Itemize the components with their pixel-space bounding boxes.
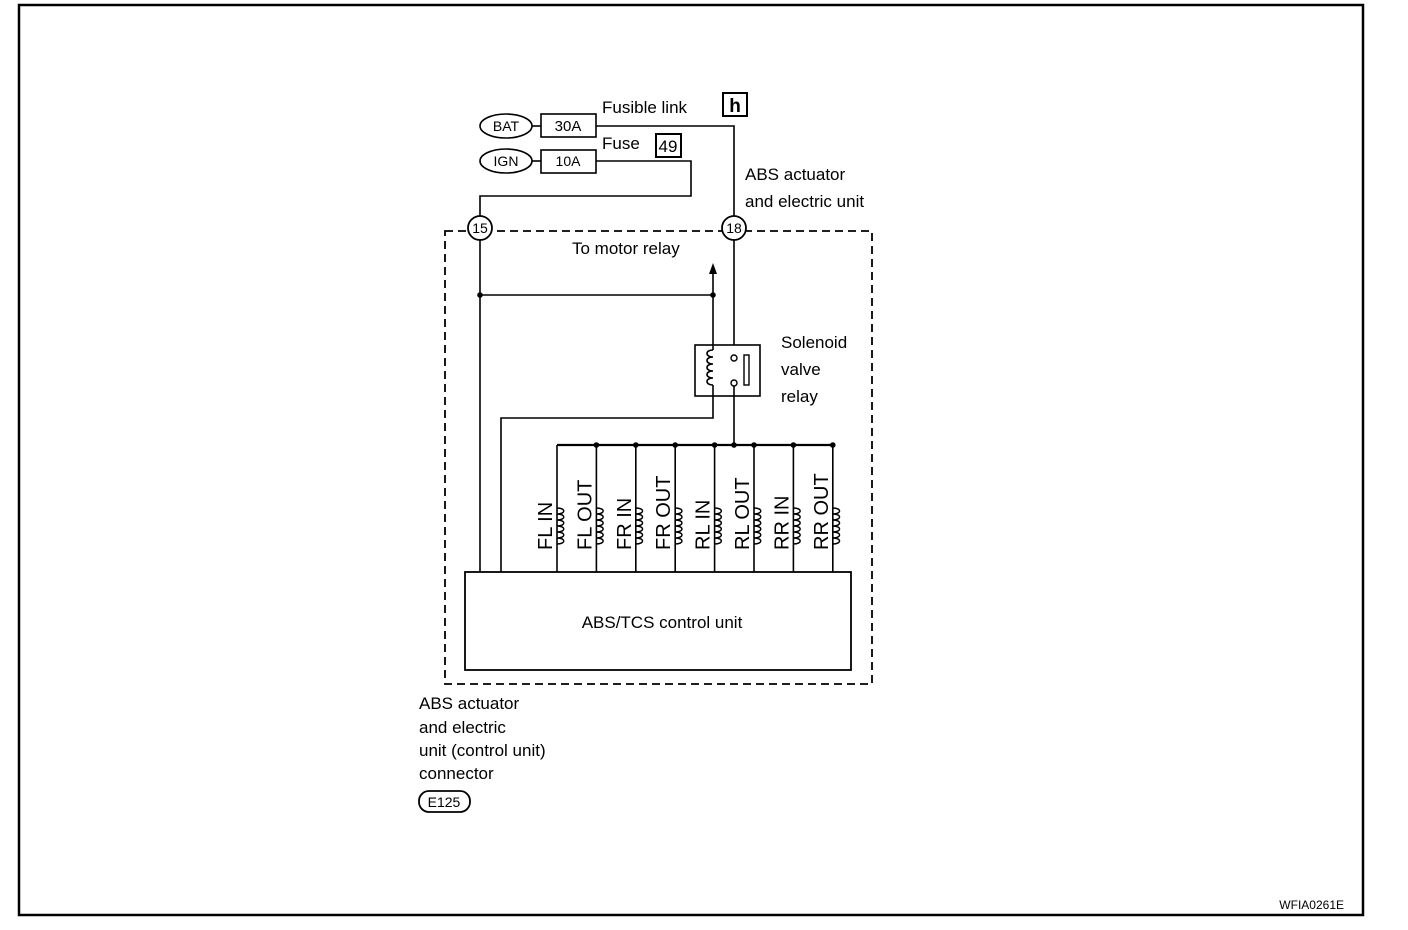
connector-line1: ABS actuator	[419, 694, 520, 713]
bus-junction-dot	[790, 442, 797, 448]
coil-icon	[714, 507, 723, 545]
relay-coil-icon	[706, 349, 714, 386]
motor-relay-arrow	[709, 263, 717, 274]
connector-line3: unit (control unit)	[419, 741, 546, 760]
fusible-link-id: h	[729, 96, 741, 117]
fuse-10a: 10A	[540, 149, 597, 174]
bus-junction-dot	[751, 442, 757, 448]
control-unit-label: ABS/TCS control unit	[582, 613, 743, 632]
relay-label-line3: relay	[781, 387, 818, 406]
terminal-15-label: 15	[472, 220, 488, 236]
fuse-id: 49	[659, 137, 678, 156]
connector-id: E125	[428, 794, 461, 810]
solenoid-rr-out: RR OUT	[811, 442, 841, 572]
ign-label: IGN	[494, 153, 519, 169]
unit-boundary	[444, 230, 873, 685]
relay-label-line1: Solenoid	[781, 333, 847, 352]
unit-title-line1: ABS actuator	[745, 165, 846, 184]
bat-source: BAT	[479, 113, 533, 139]
terminal-18: 18	[721, 215, 747, 241]
motor-relay-label: To motor relay	[572, 239, 680, 258]
solenoid-label: FL IN	[535, 502, 557, 550]
bat-label: BAT	[493, 118, 520, 134]
fuse-id-box: 49	[655, 133, 682, 158]
bus-junction-dot	[672, 442, 678, 448]
solenoid-label: FR IN	[614, 498, 636, 550]
fusible-link-rating: 30A	[555, 118, 582, 135]
figure-frame	[17, 3, 1365, 917]
connector-line2: and electric	[419, 718, 506, 737]
coil-icon	[635, 507, 644, 545]
ign-source: IGN	[479, 148, 533, 174]
solenoid-rl-in: RL IN	[693, 442, 723, 572]
connector-id-badge: E125	[418, 790, 471, 813]
coil-icon	[596, 507, 604, 545]
coil-icon	[675, 507, 683, 545]
coil-icon	[793, 507, 801, 545]
solenoid-fr-out: FR OUT	[653, 442, 683, 572]
relay-armature	[743, 354, 750, 386]
unit-title-line2: and electric unit	[745, 192, 864, 211]
fuse-label: Fuse	[602, 134, 640, 153]
solenoid-label: RL IN	[693, 500, 715, 550]
coil-icon	[832, 507, 841, 545]
solenoid-label: FL OUT	[574, 480, 596, 550]
solenoid-label: RL OUT	[732, 477, 754, 550]
solenoid-fl-in: FL IN	[535, 445, 565, 572]
solenoid-label: RR IN	[771, 496, 793, 550]
relay-label-line2: valve	[781, 360, 821, 379]
solenoid-fr-in: FR IN	[614, 442, 644, 572]
bus-junction-dot	[633, 442, 639, 448]
abs-tcs-control-unit: ABS/TCS control unit	[464, 571, 852, 671]
relay-contact-bottom	[730, 379, 738, 387]
coil-icon	[556, 507, 565, 545]
bus-junction-dot	[593, 442, 600, 448]
figure-code: WFIA0261E	[1279, 898, 1344, 912]
fusible-link-30a: 30A	[540, 113, 597, 138]
fuse-rating: 10A	[556, 153, 582, 169]
terminal-15: 15	[467, 215, 493, 241]
solenoid-rl-out: RL OUT	[732, 442, 762, 572]
relay-contact-top	[730, 354, 738, 362]
bus-junction-dot	[711, 442, 718, 448]
solenoid-label: FR OUT	[653, 476, 675, 550]
solenoid-fl-out: FL OUT	[574, 442, 604, 572]
solenoid-valves: FL IN FL OUT FR IN FR OUT RL IN RL OUT RR IN RR…	[535, 442, 841, 572]
fusible-link-label: Fusible link	[602, 98, 688, 117]
coil-icon	[753, 507, 762, 545]
connector-line4: connector	[419, 764, 494, 783]
relay-bus-junction-dot	[731, 442, 737, 448]
solenoid-rr-in: RR IN	[771, 442, 801, 572]
solenoid-label: RR OUT	[811, 473, 833, 550]
terminal-18-label: 18	[726, 220, 742, 236]
solenoid-valve-relay	[694, 344, 761, 397]
fusible-link-id-box: h	[722, 92, 748, 117]
